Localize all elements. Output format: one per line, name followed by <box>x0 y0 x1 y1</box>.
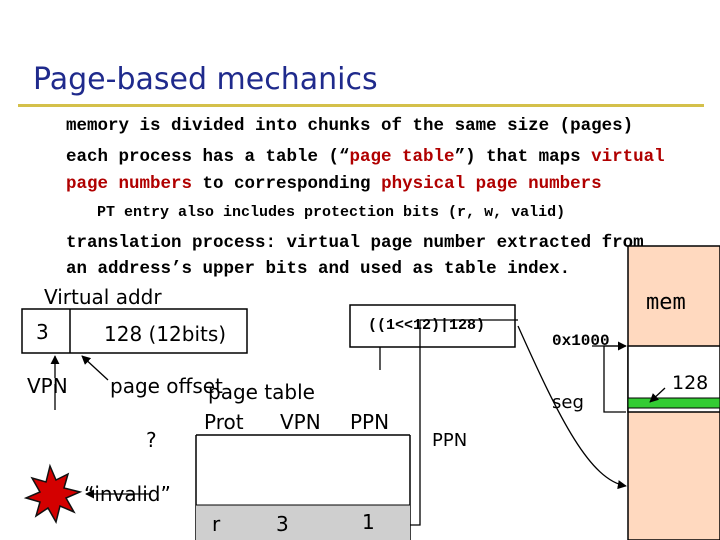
memory-label: mem <box>646 290 686 315</box>
bullet-page-table: each process has a table (“page table”) … <box>66 147 665 167</box>
bullet-text: ”) that maps <box>454 147 592 167</box>
base-address-hex: 0x1000 <box>552 332 610 350</box>
row-vpn-value: 3 <box>276 512 289 536</box>
vpn-value: 3 <box>36 320 49 344</box>
column-prot: Prot <box>204 410 244 434</box>
physical-to-memory-arrow <box>517 325 627 490</box>
bullet-memory-divided: memory is divided into chunks of the sam… <box>66 116 634 136</box>
physical-address-expression: ((1<<12)|128) <box>368 317 486 334</box>
offset-128-label: 128 <box>672 372 709 394</box>
slide-title: Page-based mechanics <box>33 62 378 97</box>
row-prot-value: r <box>212 512 221 536</box>
page-table-label: page table <box>208 380 315 404</box>
row-ppn-value: 1 <box>362 510 375 534</box>
segment-label: seg <box>552 392 584 413</box>
offset-arrow <box>81 355 109 381</box>
offset-value: 128 (12bits) <box>104 322 227 346</box>
ppn-to-physical-line <box>410 319 518 526</box>
question-mark: ? <box>146 428 157 452</box>
invalid-burst-icon <box>23 463 83 524</box>
bullet-text: to corresponding <box>192 174 382 194</box>
invalid-label: “invalid” <box>84 482 171 506</box>
offset-128-arrow <box>649 387 666 403</box>
bullet-translation-2: an address’s upper bits and used as tabl… <box>66 259 571 279</box>
physical-address-box <box>349 304 516 348</box>
segment-bracket <box>603 345 626 413</box>
term-physical-page-numbers: physical page numbers <box>381 174 602 194</box>
virtual-address-box <box>21 308 248 354</box>
bullet-translation-1: translation process: virtual page number… <box>66 233 644 253</box>
sub-bullet-protection-bits: PT entry also includes protection bits (… <box>97 204 566 221</box>
virtual-addr-label: Virtual addr <box>44 285 162 309</box>
page-offset-label: page offset <box>110 374 223 398</box>
page-table-row-highlight <box>196 505 410 540</box>
title-underline <box>18 104 704 107</box>
term-virtual: virtual <box>591 147 665 167</box>
term-page-table: page table <box>349 147 455 167</box>
vpn-label: VPN <box>27 374 68 398</box>
column-vpn: VPN <box>280 410 321 434</box>
ppn-flow-label: PPN <box>432 430 468 451</box>
bullet-text: each process has a table (“ <box>66 147 350 167</box>
memory-target-byte <box>627 397 720 409</box>
term-page-numbers: page numbers <box>66 174 193 194</box>
column-ppn: PPN <box>350 410 390 434</box>
bullet-page-table-cont: page numbers to corresponding physical p… <box>66 174 602 194</box>
